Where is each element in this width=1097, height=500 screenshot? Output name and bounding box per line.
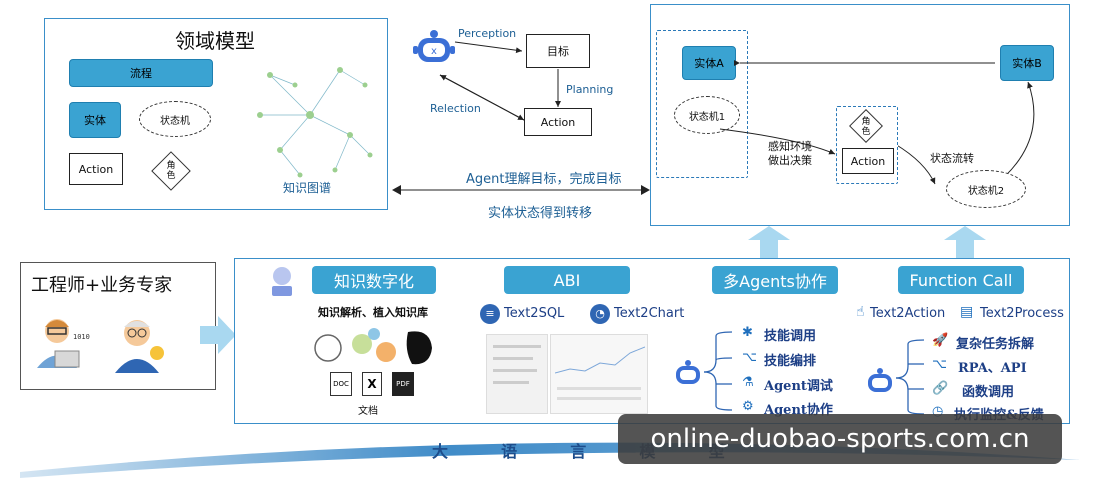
business-expert-avatar	[115, 320, 164, 373]
state-flow-label: 状态流转	[930, 152, 974, 165]
agent-collab-icon: ⚙	[742, 399, 754, 414]
svg-text:x: x	[431, 46, 437, 57]
perception-label: Perception	[458, 27, 517, 40]
domain-model-panel: 领域模型 流程 实体 状态机 Action 角色 知识图谱	[44, 18, 388, 210]
right-arrow	[200, 316, 236, 354]
multi-agents-robot-icon	[676, 360, 700, 384]
knowledge-graph-label: 知识图谱	[283, 181, 332, 195]
agent-loop-arrows	[439, 41, 561, 121]
function-call-brackets	[895, 339, 925, 415]
decide-label: 做出决策	[768, 154, 812, 167]
rpa-api-label: RPA、API	[958, 361, 1027, 376]
engineer-avatar: 1010	[37, 319, 90, 368]
double-arrow	[392, 185, 650, 195]
task-decompose-label: 复杂任务拆解	[956, 337, 1035, 352]
skill-orchestration-icon: ⌥	[742, 350, 757, 365]
text2sql-label: Text2SQL	[504, 306, 565, 321]
doc-label: 文档	[358, 406, 378, 417]
svg-text:1010: 1010	[73, 333, 90, 341]
skill-call-icon: ✱	[742, 325, 753, 340]
abi-screenshot-left	[486, 334, 548, 414]
roles-title: 工程师+业务专家	[31, 275, 173, 296]
task-decompose-icon: 🚀	[932, 333, 949, 348]
right-role-label: 角色	[861, 117, 871, 137]
process-box: 流程	[69, 59, 213, 87]
entity-transfer-label: 实体状态得到转移	[488, 206, 593, 221]
function-call-robot-icon	[868, 368, 892, 392]
domain-model-title: 领域模型	[175, 29, 255, 53]
watermark-overlay: online-duobao-sports.com.cn	[618, 414, 1062, 464]
sql-icon: ≡	[480, 304, 500, 324]
skill-orchestration-label: 技能编排	[764, 354, 817, 369]
monitor-feedback-icon: ◷	[932, 404, 944, 419]
perceive-label: 感知环境	[768, 140, 812, 153]
text2chart-label: Text2Chart	[614, 306, 685, 321]
process-icon: ▤	[960, 304, 974, 320]
knowledge-digitization-header: 知识数字化	[312, 266, 436, 294]
goal-box: 目标	[526, 34, 590, 68]
up-arrow-left	[748, 226, 790, 258]
multi-agents-header: 多Agents协作	[712, 266, 838, 294]
action-box: Action	[69, 153, 123, 185]
chart-icon: ◔	[590, 304, 610, 324]
state-machine-ellipse: 状态机	[139, 101, 211, 137]
excel-icon-label: X	[367, 377, 377, 391]
lightbulb-icon	[272, 267, 292, 296]
doc-icon-label: DOC	[333, 380, 349, 388]
function-call-link-icon: 🔗	[932, 381, 949, 396]
knowledge-brain-illustration	[314, 328, 432, 365]
text2process-label: Text2Process	[980, 306, 1064, 321]
doc-icon: DOC	[330, 372, 352, 396]
state-machine-2-ellipse: 状态机2	[946, 170, 1026, 208]
function-call-header: Function Call	[898, 266, 1024, 294]
planning-label: Planning	[566, 83, 614, 96]
agent-debug-label: Agent调试	[764, 379, 833, 394]
loop-action-box: Action	[524, 108, 592, 136]
skill-call-label: 技能调用	[764, 329, 817, 344]
role-label: 角色	[166, 161, 176, 181]
multi-agents-brackets	[703, 331, 733, 411]
rpa-api-icon: ⌥	[932, 357, 947, 372]
agent-debug-icon: ⚗	[742, 375, 754, 390]
relection-label: Relection	[430, 102, 481, 115]
abi-header: ABI	[504, 266, 630, 294]
understand-goal-label: Agent理解目标，完成目标	[466, 172, 622, 187]
entity-b-box: 实体B	[1000, 45, 1054, 81]
function-call-item-label: 函数调用	[962, 385, 1015, 400]
action-hand-icon: ☝	[856, 304, 865, 320]
pdf-icon-label: PDF	[396, 380, 410, 388]
text2action-label: Text2Action	[870, 306, 946, 321]
knowledge-graph-illustration	[257, 67, 373, 178]
robot-icon: x	[413, 30, 455, 62]
excel-icon: X	[362, 372, 382, 396]
roles-panel: 工程师+业务专家 1010	[20, 262, 216, 390]
state-machine-1-ellipse: 状态机1	[674, 96, 740, 134]
abi-screenshot-right	[550, 334, 648, 414]
entity-box: 实体	[69, 102, 121, 138]
entity-a-box: 实体A	[682, 46, 736, 80]
up-arrow-right	[944, 226, 986, 258]
pdf-icon: PDF	[392, 372, 414, 396]
right-action-box: Action	[842, 148, 894, 174]
knowledge-digitization-subtitle: 知识解析、植入知识库	[318, 306, 428, 319]
